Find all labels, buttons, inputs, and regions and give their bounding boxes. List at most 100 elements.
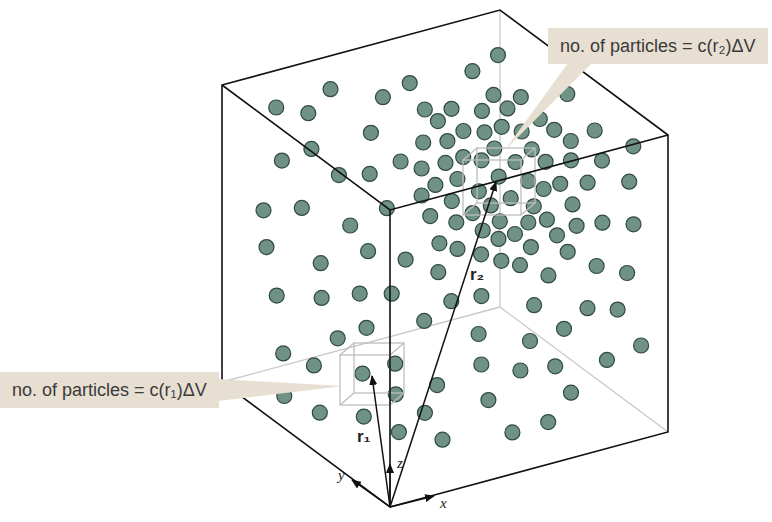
axis-label: x <box>440 496 447 511</box>
particle <box>560 244 575 259</box>
particle <box>312 405 327 420</box>
particle <box>523 240 538 255</box>
particle <box>595 215 610 230</box>
particle <box>417 102 432 117</box>
particle <box>375 90 390 105</box>
volume-element-1 <box>340 343 404 405</box>
particle <box>343 218 358 233</box>
callout-text: no. of particles = c(r₂)ΔV <box>560 35 756 57</box>
particle <box>563 134 578 149</box>
particle <box>355 366 370 381</box>
particle <box>491 231 506 246</box>
particle <box>361 244 376 259</box>
particle <box>444 101 459 116</box>
particle <box>523 334 538 349</box>
particle <box>428 177 443 192</box>
particle <box>541 415 556 430</box>
vector-label: r₁ <box>357 428 371 445</box>
particle <box>507 227 522 242</box>
particle <box>569 218 584 233</box>
particle <box>505 425 520 440</box>
particle <box>456 124 471 139</box>
position-vectors <box>372 182 496 507</box>
particle <box>431 265 446 280</box>
particle <box>465 64 480 79</box>
vector-label: r₂ <box>470 266 484 283</box>
particle <box>314 290 329 305</box>
particle <box>526 199 541 214</box>
particle <box>398 252 413 267</box>
particle <box>599 352 614 367</box>
particle <box>440 134 455 149</box>
particle <box>589 259 604 274</box>
volume-element-2 <box>463 148 535 215</box>
particle <box>430 114 445 129</box>
particle <box>474 247 489 262</box>
particle <box>330 331 345 346</box>
particle <box>352 286 367 301</box>
axis-label: y <box>338 468 345 483</box>
particle <box>384 286 399 301</box>
particle <box>474 357 489 372</box>
particle <box>539 212 554 227</box>
particle <box>500 101 515 116</box>
hidden-edges <box>222 10 668 432</box>
particle <box>359 320 374 335</box>
particle <box>417 313 432 328</box>
particle <box>432 236 447 251</box>
particle <box>513 90 528 105</box>
particle <box>414 161 429 176</box>
particle <box>580 301 595 316</box>
particle <box>527 298 542 313</box>
particle <box>435 432 450 447</box>
particle <box>363 125 378 140</box>
particle <box>313 256 328 271</box>
particle <box>356 409 371 424</box>
particle <box>474 289 489 304</box>
particle <box>564 385 579 400</box>
particle <box>494 253 509 268</box>
particle <box>269 288 284 303</box>
particle <box>491 48 506 63</box>
particle <box>550 228 565 243</box>
particle <box>521 174 536 189</box>
particle <box>449 215 464 230</box>
particle <box>274 153 289 168</box>
particle <box>256 203 271 218</box>
particle <box>475 223 490 238</box>
particle <box>634 338 649 353</box>
particle <box>475 103 490 118</box>
particle <box>548 359 563 374</box>
particle <box>301 106 316 121</box>
particle <box>477 125 492 140</box>
callout-pointer <box>218 379 343 401</box>
particle <box>323 82 338 97</box>
cube-edges <box>222 10 668 507</box>
callout-pointers <box>218 63 592 401</box>
particle <box>402 76 417 91</box>
particle <box>620 266 635 281</box>
particle <box>595 153 610 168</box>
particle <box>393 154 408 169</box>
particle <box>306 358 321 373</box>
callout-pointer <box>505 63 592 150</box>
particle <box>565 197 580 212</box>
particle <box>450 241 465 256</box>
particle <box>304 141 319 156</box>
particle <box>557 321 572 336</box>
callout-text: no. of particles = c(r₁)ΔV <box>12 379 207 401</box>
particle <box>438 155 453 170</box>
particle <box>259 240 274 255</box>
particle <box>391 425 406 440</box>
particle <box>423 209 438 224</box>
particle <box>536 182 551 197</box>
particle <box>547 122 562 137</box>
particle <box>513 363 528 378</box>
particle <box>269 100 284 115</box>
particle <box>444 194 459 209</box>
particle <box>553 176 568 191</box>
axis-label: z <box>397 456 403 471</box>
particle <box>492 214 507 229</box>
axes <box>352 464 434 507</box>
